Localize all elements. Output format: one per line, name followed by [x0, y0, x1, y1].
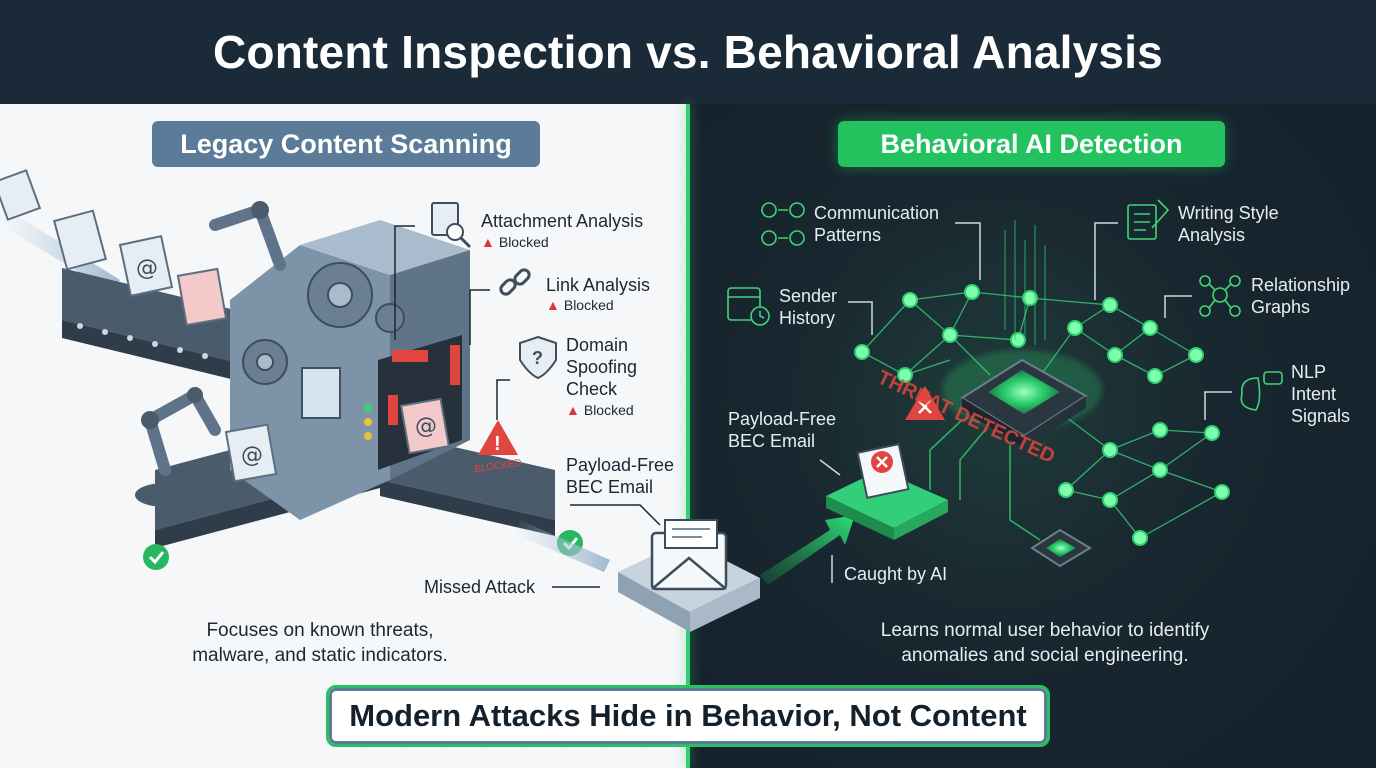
caught-by-ai-label: Caught by AI	[844, 564, 948, 584]
gear-icon	[242, 262, 405, 385]
shield-question-icon: ?	[519, 335, 557, 380]
broken-link-icon	[499, 268, 531, 296]
header: Content Inspection vs. Behavioral Analys…	[0, 0, 1376, 104]
svg-text:!: !	[494, 433, 501, 455]
at-sign-icon: @ @ @	[136, 256, 437, 468]
incoming-arrow	[0, 205, 120, 292]
svg-text:?: ?	[532, 348, 543, 368]
key-message-banner: Modern Attacks Hide in Behavior, Not Con…	[326, 685, 1050, 747]
warning-icon: !	[478, 420, 518, 455]
network-nodes	[854, 284, 1230, 546]
legacy-panel	[0, 104, 688, 768]
svg-text:@: @	[241, 443, 263, 468]
attachment-status: ▲ Blocked	[481, 234, 549, 250]
relationship-graphs-label: Relationship Graphs	[1251, 275, 1351, 317]
page-title: Content Inspection vs. Behavioral Analys…	[213, 26, 1163, 78]
link-status: ▲ Blocked	[546, 297, 614, 313]
threat-x-icon	[871, 386, 945, 473]
attachment-analysis-label: Attachment Analysis	[481, 211, 644, 231]
callout-lines	[394, 225, 661, 588]
right-payload-label: Payload-Free BEC Email	[728, 409, 837, 451]
warning-icon: ▲	[481, 234, 495, 250]
calendar-clock-icon	[727, 287, 770, 326]
missed-attack-label: Missed Attack	[424, 577, 536, 597]
brain-chat-icon	[1240, 371, 1283, 411]
chip-icon	[942, 350, 1102, 448]
people-network-icon	[761, 202, 805, 246]
sender-history-label: Sender History	[779, 286, 838, 328]
document-quill-icon	[1127, 199, 1170, 240]
chip-icon-small	[1030, 528, 1092, 568]
behavioral-title: Behavioral AI Detection	[838, 121, 1225, 167]
relationship-graph-icon	[1199, 275, 1241, 317]
nlp-intent-label: NLP Intent Signals	[1291, 362, 1351, 426]
central-envelope-tile	[618, 519, 760, 632]
writing-style-label: Writing Style Analysis	[1178, 203, 1279, 245]
domain-status: ▲ Blocked	[566, 402, 634, 418]
document-search-icon	[431, 202, 472, 249]
panel-divider	[686, 104, 690, 768]
left-payload-label: Payload-Free BEC Email	[566, 455, 675, 497]
warning-icon: ▲	[546, 297, 560, 313]
svg-text:@: @	[136, 256, 158, 281]
legacy-caption: Focuses on known threats, malware, and s…	[192, 620, 448, 666]
legacy-title: Legacy Content Scanning	[152, 121, 540, 167]
link-analysis-label: Link Analysis	[546, 275, 651, 295]
domain-spoofing-label: Domain Spoofing Check	[566, 335, 638, 399]
signal-callout-lines	[819, 222, 1232, 583]
check-circle-icon	[143, 530, 583, 570]
warning-icon: ▲	[566, 402, 580, 418]
data-streams	[1004, 220, 1046, 345]
behavioral-caption: Learns normal user behavior to identify …	[880, 620, 1210, 666]
upper-conveyor	[62, 268, 235, 380]
communication-patterns-label: Communication Patterns	[814, 203, 940, 245]
envelope-icon	[0, 169, 451, 483]
svg-text:@: @	[415, 414, 437, 439]
